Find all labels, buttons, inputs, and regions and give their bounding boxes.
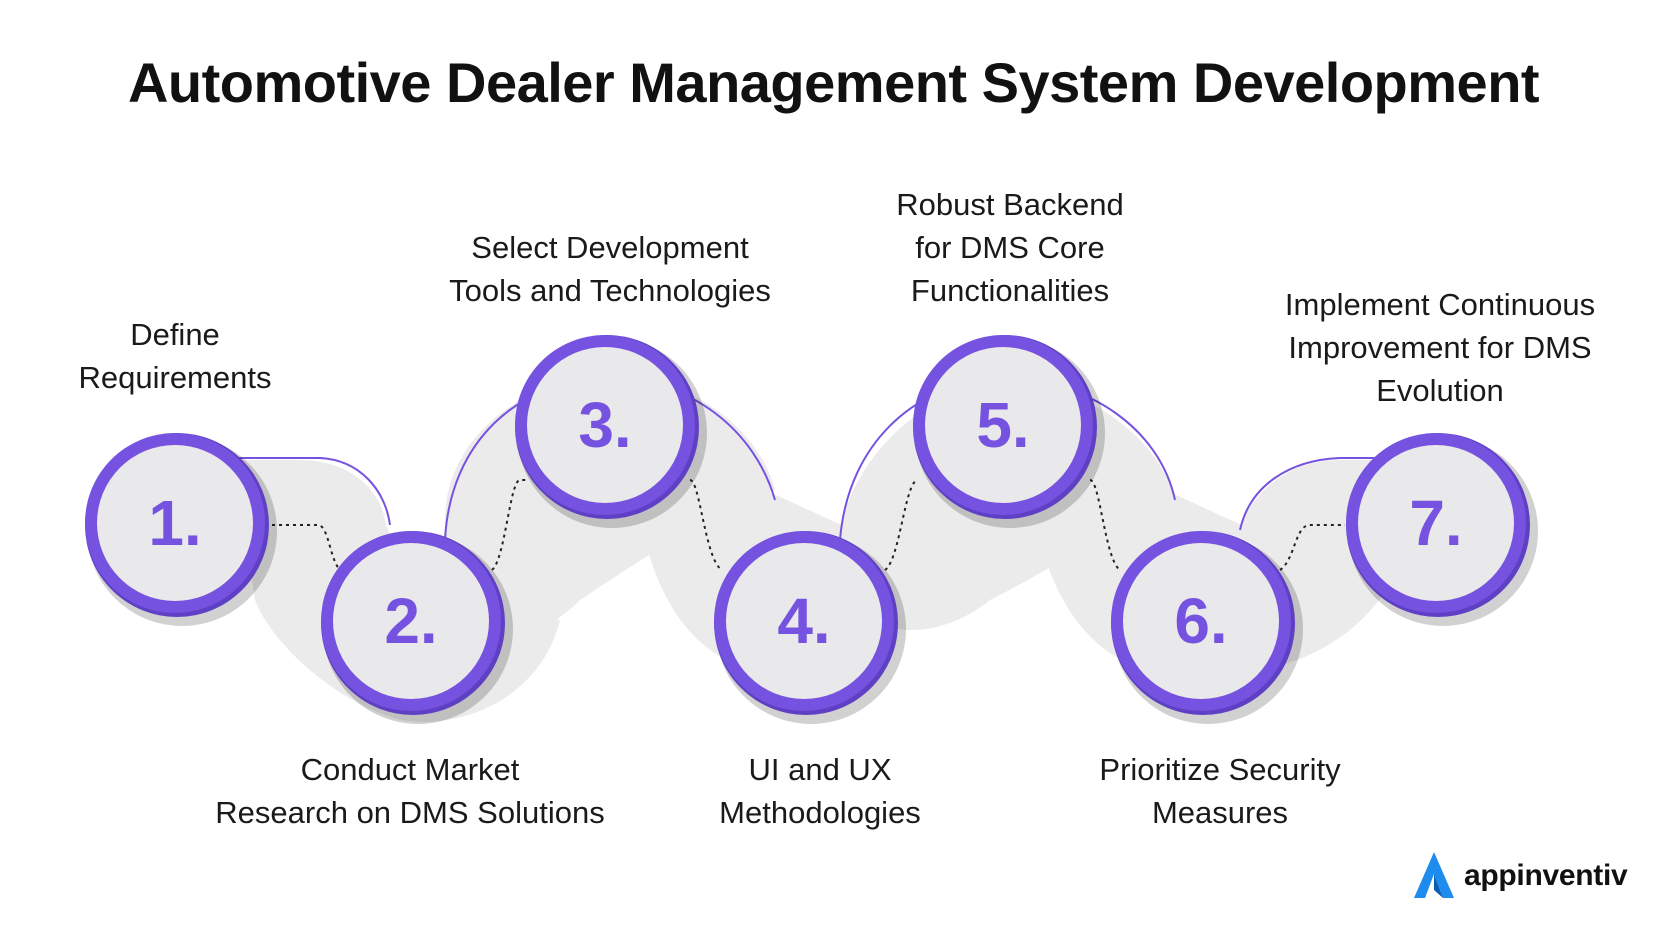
step-1-label: Define Requirements <box>78 317 272 395</box>
step-5-circle: 5. <box>913 335 1105 528</box>
connector-6-7 <box>1279 524 1345 571</box>
step-5-label: Robust Backend for DMS Core Functionalit… <box>896 187 1124 308</box>
connector-3-4 <box>689 479 723 571</box>
arc-1 <box>225 457 391 526</box>
step-6-circle: 6. <box>1111 531 1303 724</box>
step-4-label: UI and UX Methodologies <box>719 752 921 830</box>
circle-face <box>1123 543 1279 699</box>
circle-face <box>333 543 489 699</box>
connector-2-3 <box>491 479 528 571</box>
connector-4-5 <box>884 479 919 571</box>
circle-face <box>1358 445 1514 601</box>
brand-name: appinventiv <box>1464 859 1628 892</box>
step-6-label: Prioritize Security Measures <box>1099 752 1341 830</box>
step-2-circle: 2. <box>321 531 513 724</box>
step-7-number: 7. <box>1409 487 1462 559</box>
step-4-number: 4. <box>777 585 830 657</box>
step-3-circle: 3. <box>515 335 707 528</box>
brand-logo: appinventiv <box>1410 848 1628 904</box>
step-7-label: Implement Continuous Improvement for DMS… <box>1284 287 1596 408</box>
step-2-label: Conduct Market Research on DMS Solutions <box>215 752 605 830</box>
appinventiv-logo-icon <box>1414 852 1454 898</box>
page-title: Automotive Dealer Management System Deve… <box>127 51 1540 114</box>
step-7-circle: 7. <box>1346 433 1538 626</box>
step-1-circle: 1. <box>85 433 277 626</box>
circle-face <box>925 347 1081 503</box>
step-3-label: Select Development Tools and Technologie… <box>449 230 771 308</box>
circle-face <box>726 543 882 699</box>
step-5-number: 5. <box>976 389 1029 461</box>
circle-face <box>527 347 683 503</box>
step-4-circle: 4. <box>714 531 906 724</box>
step-3-number: 3. <box>578 389 631 461</box>
step-2-number: 2. <box>384 585 437 657</box>
arc-7 <box>1239 457 1395 531</box>
step-6-number: 6. <box>1174 585 1227 657</box>
connector-5-6 <box>1089 479 1121 571</box>
step-1-number: 1. <box>148 487 201 559</box>
step-circles: 1. 2. 3. 4. 5. 6. 7. <box>85 335 1538 724</box>
circle-face <box>97 445 253 601</box>
